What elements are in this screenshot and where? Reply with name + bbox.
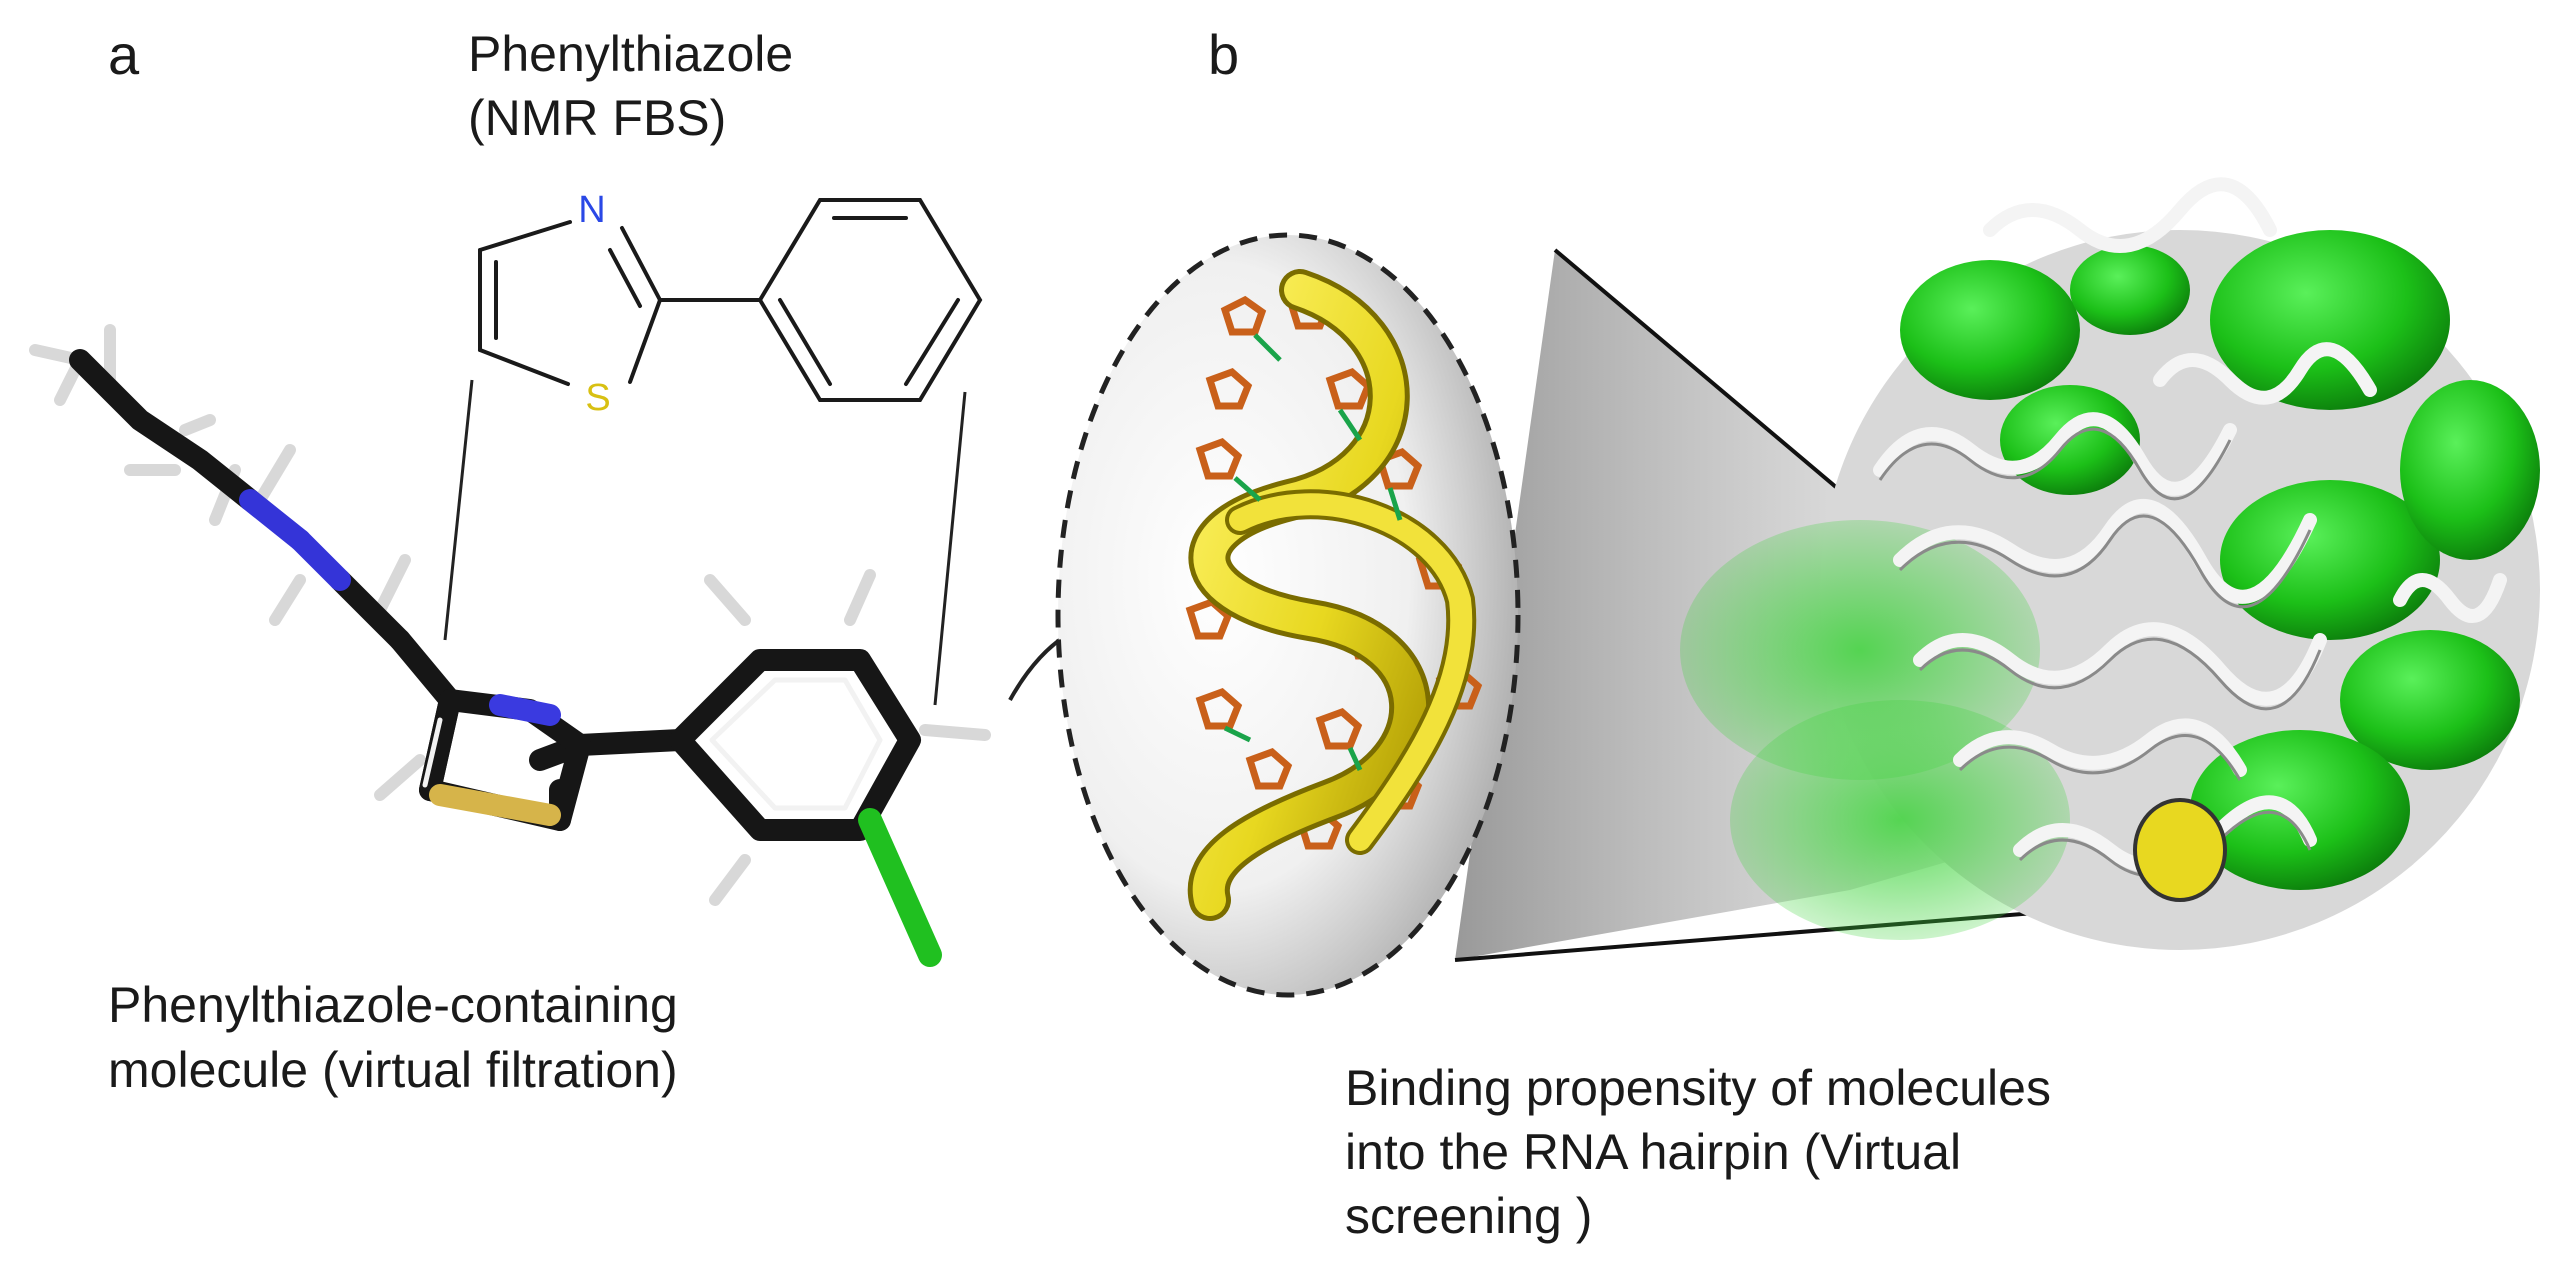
panel-b-caption-line1: Binding propensity of molecules bbox=[1345, 1060, 2051, 1116]
fragment-2d-structure bbox=[478, 198, 983, 402]
protein-blob-1 bbox=[1900, 260, 2080, 400]
panel-a-caption-line1: Phenylthiazole-containing bbox=[108, 977, 678, 1033]
amine-n-bond-2 bbox=[289, 529, 351, 591]
protein-blob-5 bbox=[2340, 630, 2520, 770]
protein-blob-8 bbox=[2070, 245, 2190, 335]
rna-hairpin-ribbon bbox=[1187, 269, 1477, 921]
ligand-contacts bbox=[1223, 333, 1403, 772]
hairpin-site bbox=[2133, 798, 2227, 902]
thiazole-3d-double bbox=[422, 717, 443, 788]
thiazole-bond-s-c2 bbox=[628, 298, 662, 384]
ribosome-structure bbox=[1680, 177, 2540, 950]
panel-a-label: a bbox=[108, 23, 140, 86]
thiazole-bond-c5-s bbox=[478, 348, 570, 386]
panel-a-caption-line2: molecule (virtual filtration) bbox=[108, 1042, 678, 1098]
stick-molecule-3d bbox=[29, 324, 991, 967]
thiazole-s-3d bbox=[429, 784, 561, 826]
chlorine-stick bbox=[858, 808, 942, 967]
protein-blob-4 bbox=[2220, 480, 2440, 640]
leader-line-right bbox=[933, 391, 967, 706]
zoom-lens bbox=[1055, 232, 1521, 998]
protein-blob-3 bbox=[2210, 230, 2450, 410]
carbon-sticks bbox=[69, 349, 921, 841]
phenyl-ring bbox=[757, 198, 983, 402]
thiazole-bond-n-c2 bbox=[620, 226, 662, 302]
aromatic-ring-highlight bbox=[709, 677, 883, 811]
panel-b-label: b bbox=[1208, 23, 1240, 86]
protein-blob-7 bbox=[2400, 380, 2540, 560]
rna-strands-dark bbox=[1878, 427, 2322, 878]
fragment-atom-s: S bbox=[585, 377, 610, 419]
thiazole-n-3d bbox=[489, 694, 561, 726]
hydrogen-sticks bbox=[29, 324, 991, 906]
fragment-subtitle: (NMR FBS) bbox=[468, 90, 727, 146]
thiazole-double-n-c2 bbox=[608, 248, 642, 308]
fragment-title: Phenylthiazole bbox=[468, 26, 794, 82]
panel-b-caption-line3: screening ) bbox=[1345, 1188, 1593, 1244]
phenyl-double-2 bbox=[904, 298, 960, 386]
phenyl-double-3 bbox=[778, 298, 832, 386]
protein-faded-lobe-2 bbox=[1730, 700, 2070, 940]
fragment-atom-n: N bbox=[578, 189, 605, 231]
panel-b-caption-line2: into the RNA hairpin (Virtual bbox=[1345, 1124, 1962, 1180]
leader-line-left bbox=[443, 379, 474, 641]
thiazole-bond-c4-n bbox=[478, 220, 572, 252]
